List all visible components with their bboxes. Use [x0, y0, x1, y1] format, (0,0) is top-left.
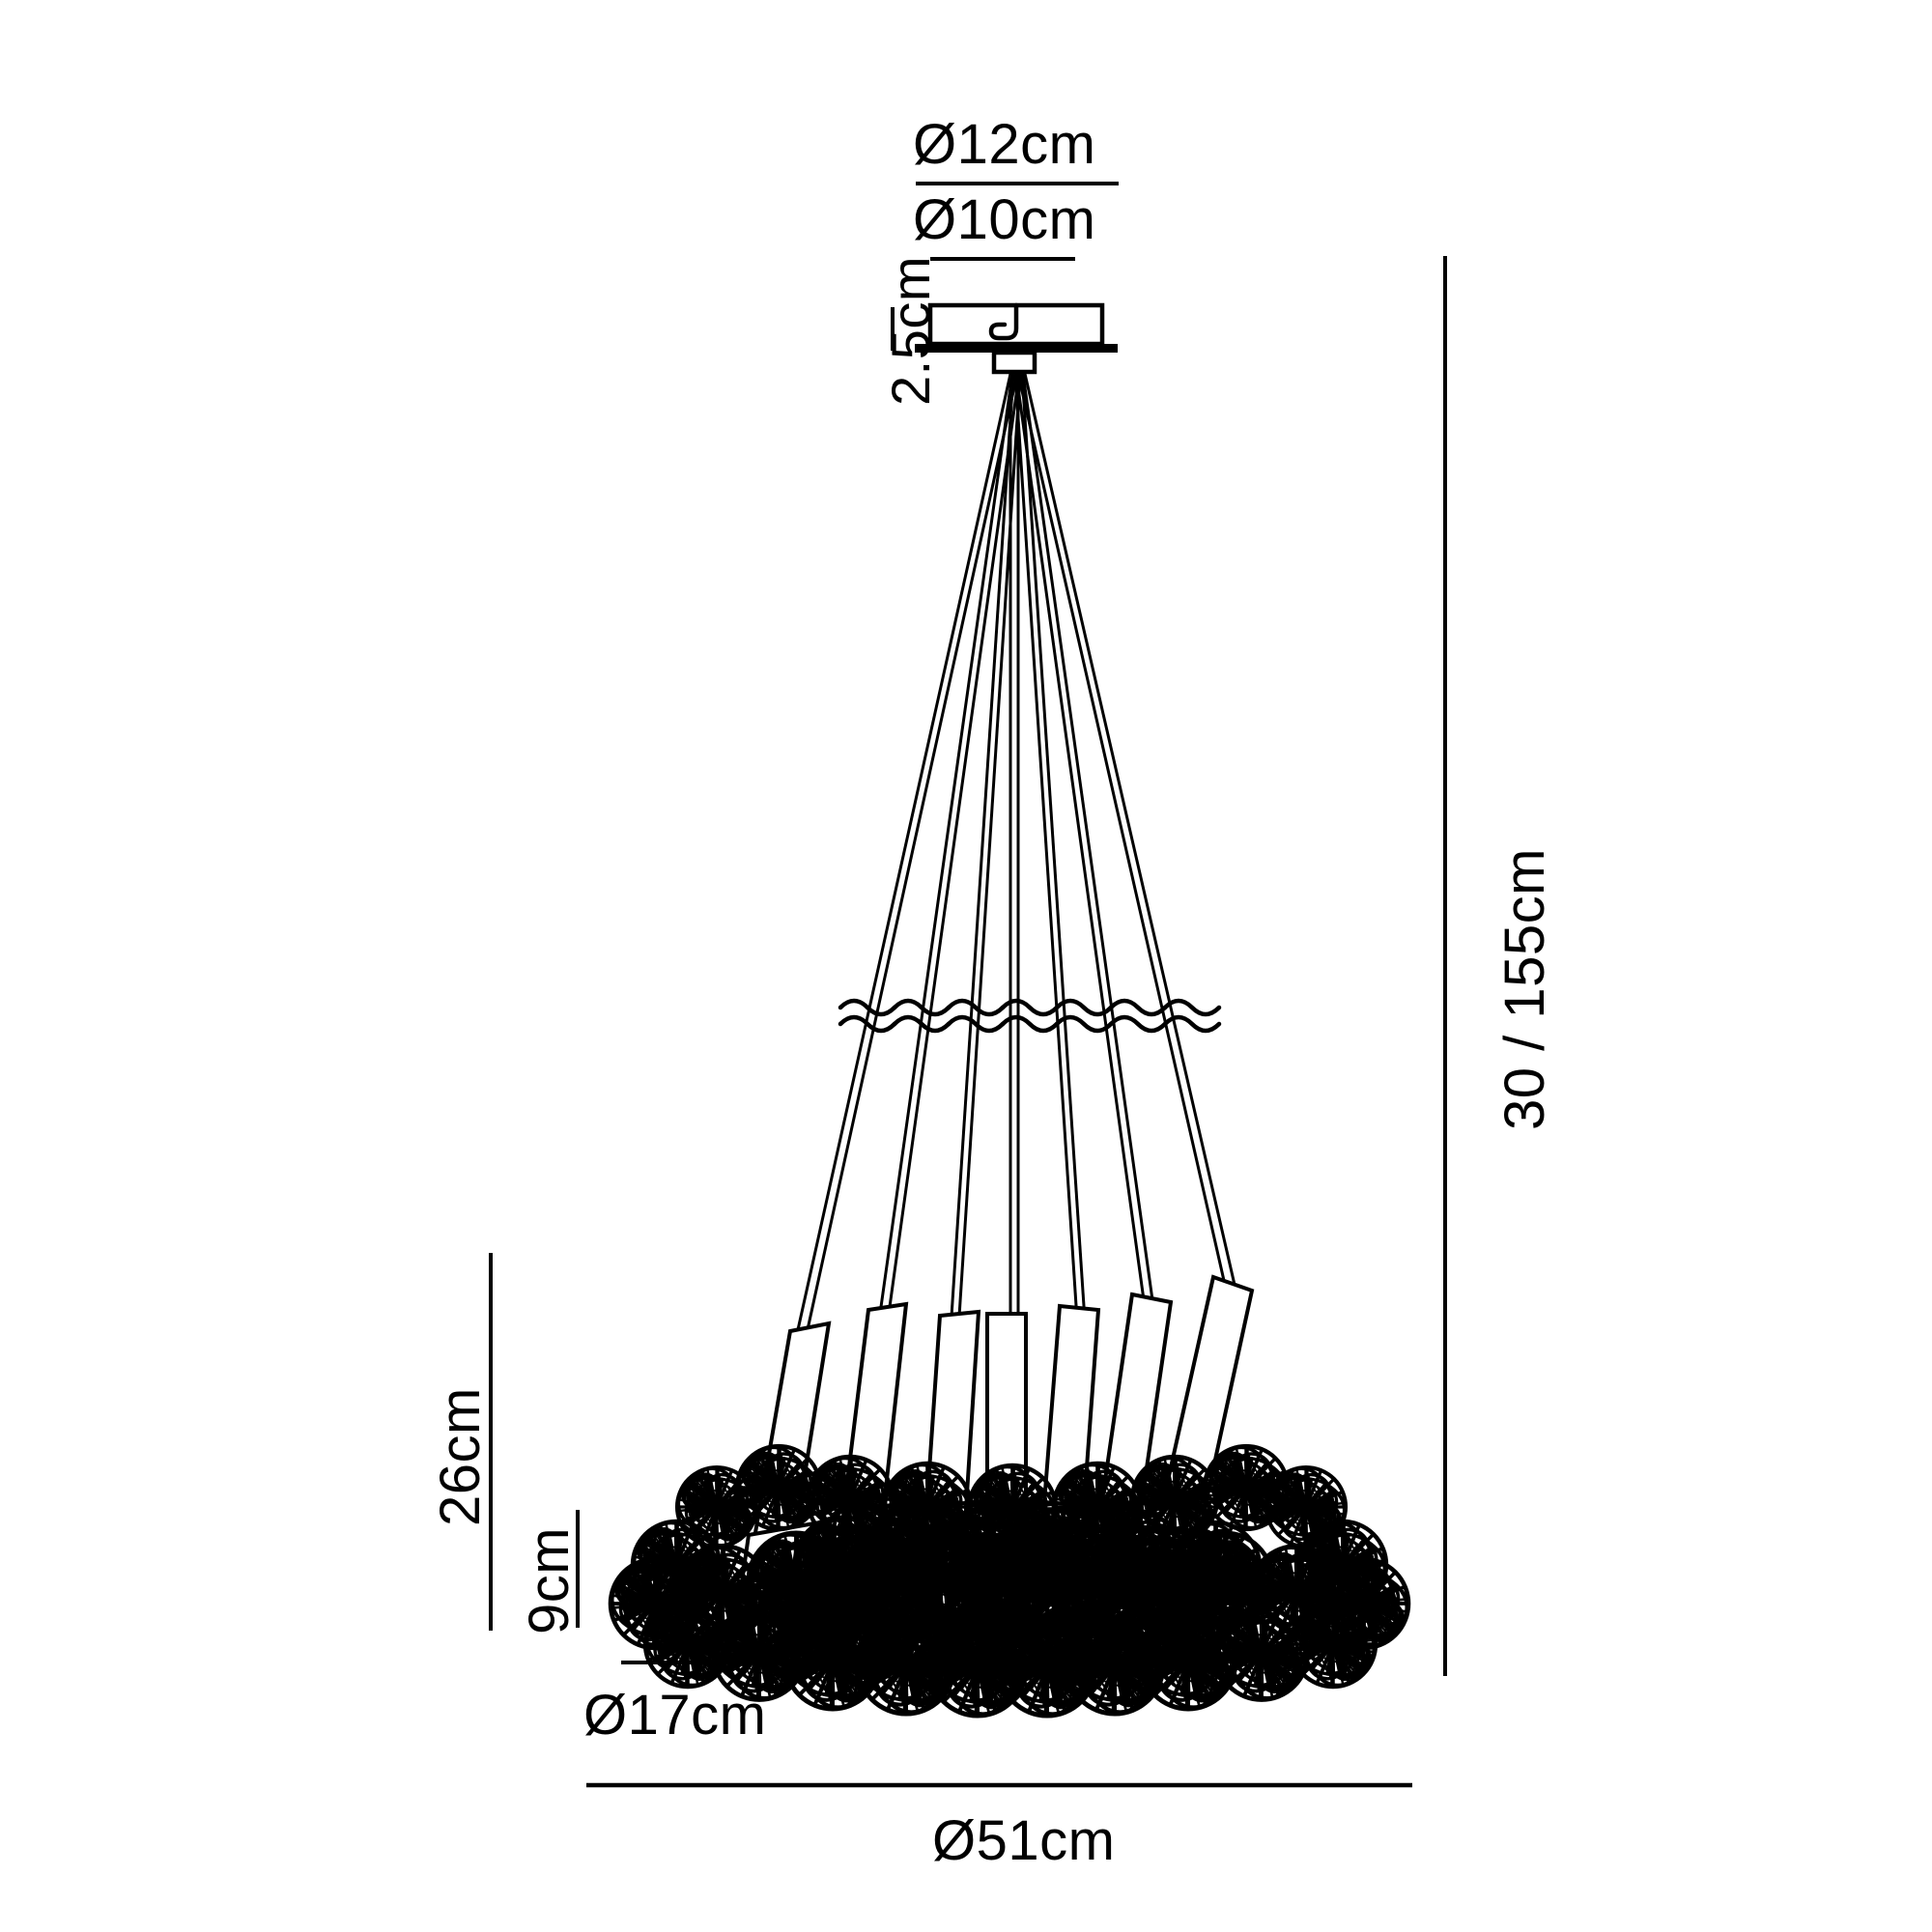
ceiling-canopy: [915, 302, 1118, 375]
label-holder-height: 26cm: [429, 1387, 492, 1526]
label-globe-ring-height: 9cm: [518, 1526, 581, 1634]
label-globe-diameter: Ø17cm: [583, 1684, 767, 1747]
label-canopy-height: 2.5cm: [880, 256, 941, 406]
cable-break-symbol: [838, 998, 1222, 1034]
label-canopy-outer-diameter: Ø12cm: [913, 113, 1096, 176]
label-overall-diameter: Ø51cm: [932, 1809, 1116, 1872]
dimension-lines: [489, 182, 1447, 1788]
label-canopy-inner-diameter: Ø10cm: [913, 188, 1096, 251]
suspension-cables: [793, 373, 1236, 1344]
label-total-drop: 30 / 155cm: [1493, 848, 1556, 1130]
